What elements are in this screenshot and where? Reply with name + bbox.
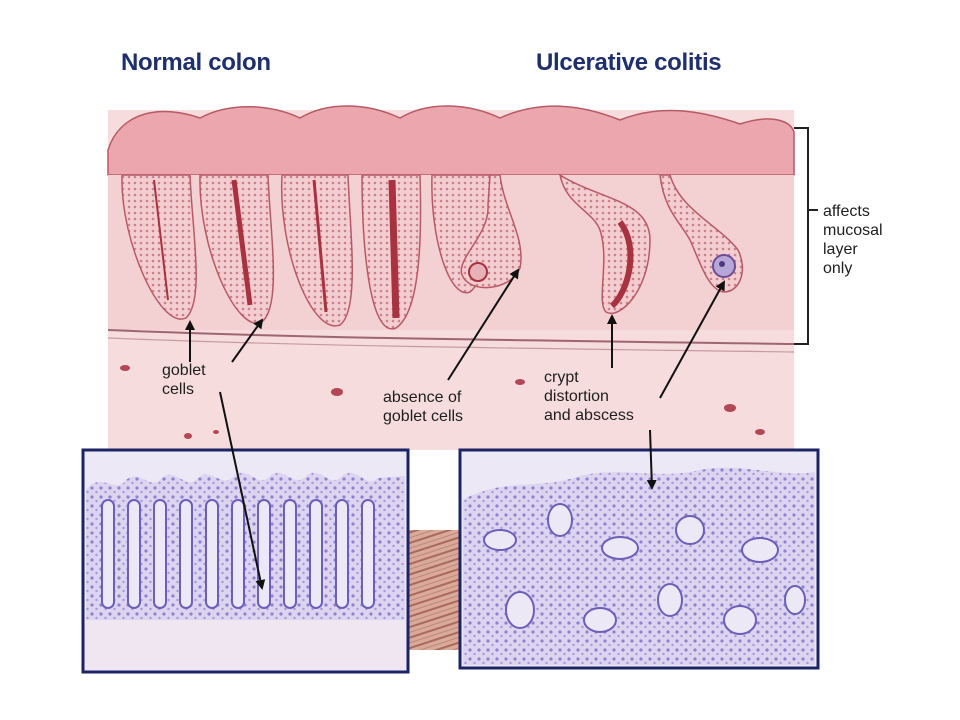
label-line: cells <box>162 381 195 398</box>
normal-crypt <box>121 174 197 320</box>
annotation-arrows <box>185 268 725 590</box>
label-mucosal-layer: affects mucosal layer only <box>823 202 883 278</box>
label-line: absence of <box>383 389 462 406</box>
label-line: only <box>823 260 853 277</box>
label-goblet-cells: goblet cells <box>162 361 206 399</box>
normal-crypts <box>121 174 491 330</box>
label-line: crypt <box>544 369 579 386</box>
label-crypt-distortion-abscess: crypt distortion and abscess <box>544 368 634 425</box>
arrow-goblet-micrograph <box>219 391 266 590</box>
label-line: layer <box>823 241 858 258</box>
distorted-crypt <box>460 174 522 289</box>
mucosal-layer-bracket <box>794 127 818 345</box>
arrow-goblet-right <box>231 318 264 363</box>
ulcerative-crypts <box>460 173 744 314</box>
label-line: goblet cells <box>383 408 464 425</box>
scattered-cells <box>120 365 765 439</box>
label-absence-of-goblet-cells: absence of goblet cells <box>383 388 463 426</box>
normal-crypt <box>280 174 354 327</box>
arrow-abscess-micrograph <box>646 429 657 490</box>
ulcerative-colitis-micrograph <box>458 448 820 670</box>
muscle-layer <box>408 530 460 650</box>
heading-normal-colon: Normal colon <box>121 49 271 76</box>
label-line: affects <box>823 203 870 220</box>
label-line: mucosal <box>823 222 883 239</box>
arrow-absence-goblet <box>447 268 520 381</box>
normal-colon-micrograph <box>81 448 410 674</box>
heading-ulcerative-colitis: Ulcerative colitis <box>536 49 722 76</box>
arrow-crypt-abscess <box>659 280 725 399</box>
mucosal-surface <box>107 105 795 176</box>
label-line: and abscess <box>544 407 634 424</box>
label-line: goblet <box>162 362 206 379</box>
label-line: distortion <box>544 388 609 405</box>
